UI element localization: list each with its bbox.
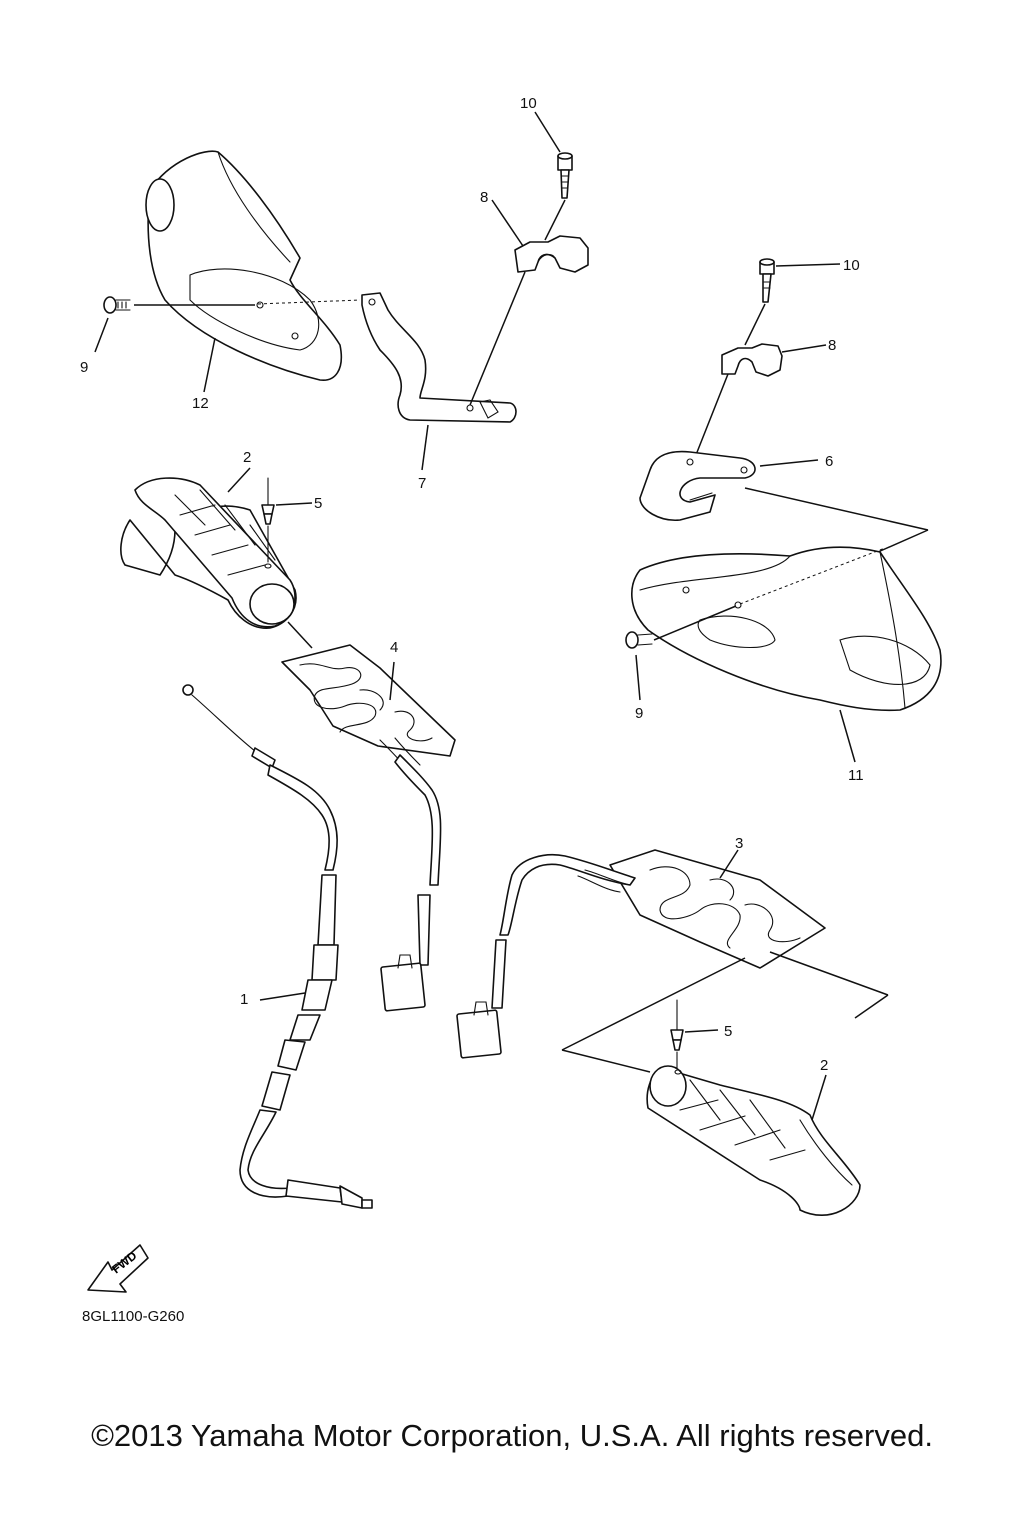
clamp-8-right	[721, 343, 783, 377]
callout-3: 3	[735, 835, 743, 852]
fwd-arrow-icon: FWD	[87, 1244, 149, 1293]
callout-5-upper: 5	[314, 495, 322, 512]
callout-1: 1	[240, 991, 248, 1008]
diagram-code: 8GL1100-G260	[82, 1308, 185, 1325]
hand-guard-right	[631, 546, 942, 712]
throttle-cable	[182, 684, 373, 1209]
rivet-5-lower	[670, 999, 684, 1051]
callout-8-right: 8	[828, 337, 836, 354]
heater-pad-3	[609, 849, 826, 969]
bracket-6	[639, 450, 756, 521]
screw-9-right	[625, 631, 653, 649]
callout-5-lower: 5	[724, 1023, 732, 1040]
callout-2-lower: 2	[820, 1057, 828, 1074]
callout-4: 4	[390, 639, 398, 656]
copyright-notice: ©2013 Yamaha Motor Corporation, U.S.A. A…	[91, 1418, 933, 1453]
bolt-10-right	[759, 258, 775, 303]
callout-10-right: 10	[843, 257, 860, 274]
callout-9-right: 9	[635, 705, 643, 722]
callout-2-upper: 2	[243, 449, 251, 466]
clamp-8-upper	[514, 235, 589, 273]
bracket-7	[361, 292, 517, 423]
grip-2-lower	[646, 1065, 861, 1216]
heater-wire-right	[456, 854, 636, 1059]
hand-guard-left	[145, 150, 342, 381]
callout-7: 7	[418, 475, 426, 492]
grip-2-upper	[120, 477, 297, 629]
callout-10-upper: 10	[520, 95, 537, 112]
callout-11: 11	[848, 767, 864, 784]
bolt-10-upper	[557, 152, 573, 199]
callout-8-upper: 8	[480, 189, 488, 206]
heater-pad-4	[281, 644, 456, 771]
callout-9-left: 9	[80, 359, 88, 376]
screw-9-left	[103, 296, 131, 314]
rivet-5-upper	[261, 477, 275, 525]
heater-wire-left	[380, 754, 442, 1012]
callout-12: 12	[192, 395, 209, 412]
callout-6: 6	[825, 453, 833, 470]
